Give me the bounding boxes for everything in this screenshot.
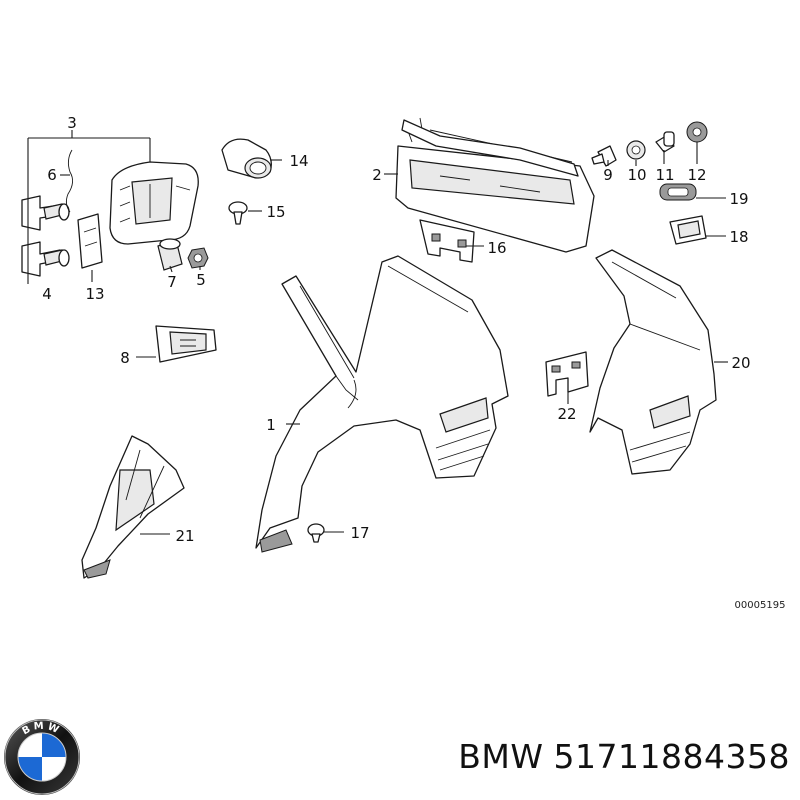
callout-15: 15 (266, 203, 285, 221)
washer-part (626, 140, 646, 160)
callout-4: 4 (42, 285, 52, 303)
fuel-flap-part (109, 161, 199, 245)
side-panel-part (255, 255, 509, 553)
retaining-clip-part (307, 523, 325, 543)
callout-19: 19 (729, 190, 748, 208)
bmw-logo-icon: BMW (4, 719, 80, 795)
svg-text:BMW: BMW (21, 721, 64, 738)
cover-plate-part (669, 215, 707, 245)
clip-part (228, 201, 248, 225)
bolt-part (655, 131, 675, 153)
callout-11: 11 (655, 166, 674, 184)
rear-panel-part (395, 117, 595, 253)
grommet-part (686, 121, 708, 143)
callout-2: 2 (372, 166, 382, 184)
hinge-assembly-part (21, 130, 151, 277)
callout-18: 18 (729, 228, 748, 246)
part-number: 51711884358 (553, 737, 790, 776)
callout-13: 13 (85, 285, 104, 303)
drawing-code: 00005195 (735, 600, 786, 611)
callout-9: 9 (603, 166, 613, 184)
callout-20: 20 (731, 354, 750, 372)
callout-17: 17 (350, 524, 369, 542)
nut-part (187, 247, 209, 269)
callout-21: 21 (175, 527, 194, 545)
callout-14: 14 (289, 152, 308, 170)
callout-22: 22 (557, 405, 576, 423)
wheel-arch-part (81, 435, 185, 579)
screw-part (591, 145, 617, 167)
callout-7: 7 (167, 273, 177, 291)
brand-name: BMW (458, 737, 544, 776)
leader-lines (27, 142, 728, 535)
side-bracket-part (155, 325, 217, 363)
callout-8: 8 (120, 349, 130, 367)
callout-6: 6 (47, 166, 57, 184)
callout-12: 12 (687, 166, 706, 184)
outer-side-panel-part (589, 249, 717, 475)
callout-10: 10 (627, 166, 646, 184)
callout-labels: 3 6 4 13 7 5 14 15 2 9 10 11 12 19 18 16… (42, 114, 785, 611)
seal-part (659, 183, 697, 201)
filler-neck-grommet-part (221, 138, 272, 179)
callout-16: 16 (487, 239, 506, 257)
callout-1: 1 (266, 416, 276, 434)
bracket-part (419, 219, 475, 263)
callout-3: 3 (67, 114, 77, 132)
mount-bracket-part (545, 351, 589, 397)
callout-5: 5 (196, 271, 206, 289)
logo-text: BMW (21, 721, 61, 738)
